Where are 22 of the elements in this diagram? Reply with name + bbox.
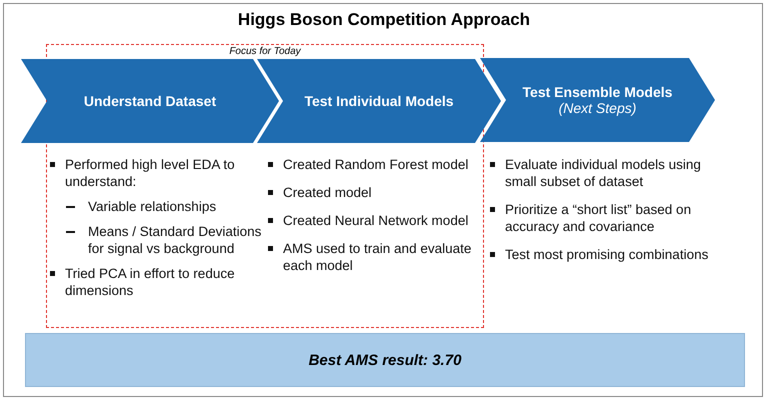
process-step-banner <box>480 58 715 142</box>
process-step-banner <box>257 59 501 143</box>
bullet-text: Evaluate individual models using small subset of dataset <box>505 156 702 190</box>
bullet-text: Created Random Forest model <box>283 156 470 173</box>
step-heading: Test Ensemble Models <box>522 84 672 100</box>
bullet-text: Test most promising combinations <box>505 246 710 263</box>
step-heading: Understand Dataset <box>84 93 216 109</box>
bullet-text: Created Neural Network model <box>283 212 470 229</box>
area-caption: Focus for Today <box>228 46 302 57</box>
slide-title: Higgs Boson Competition Approach <box>236 10 532 30</box>
process-step-banner <box>21 59 279 143</box>
bullet-text: AMS used to train and evaluate each model <box>283 240 472 274</box>
result-banner <box>25 333 745 387</box>
bullet-text: Means / Standard Deviations for signal vs background <box>88 223 262 257</box>
step-heading: Test Individual Models <box>304 93 454 109</box>
bullet-text: Performed high level EDA to understand: <box>65 156 236 190</box>
bullet-text: Tried PCA in effort to reduce dimensions <box>65 265 236 299</box>
bullet-text: Created model <box>283 184 373 201</box>
step-note: (Next Steps) <box>558 100 636 116</box>
bullet-text: Variable relationships <box>88 198 218 215</box>
result-text: Best AMS result: 3.70 <box>308 352 462 368</box>
bullet-text: Prioritize a “short list” based on accuracy and covariance <box>505 201 692 235</box>
